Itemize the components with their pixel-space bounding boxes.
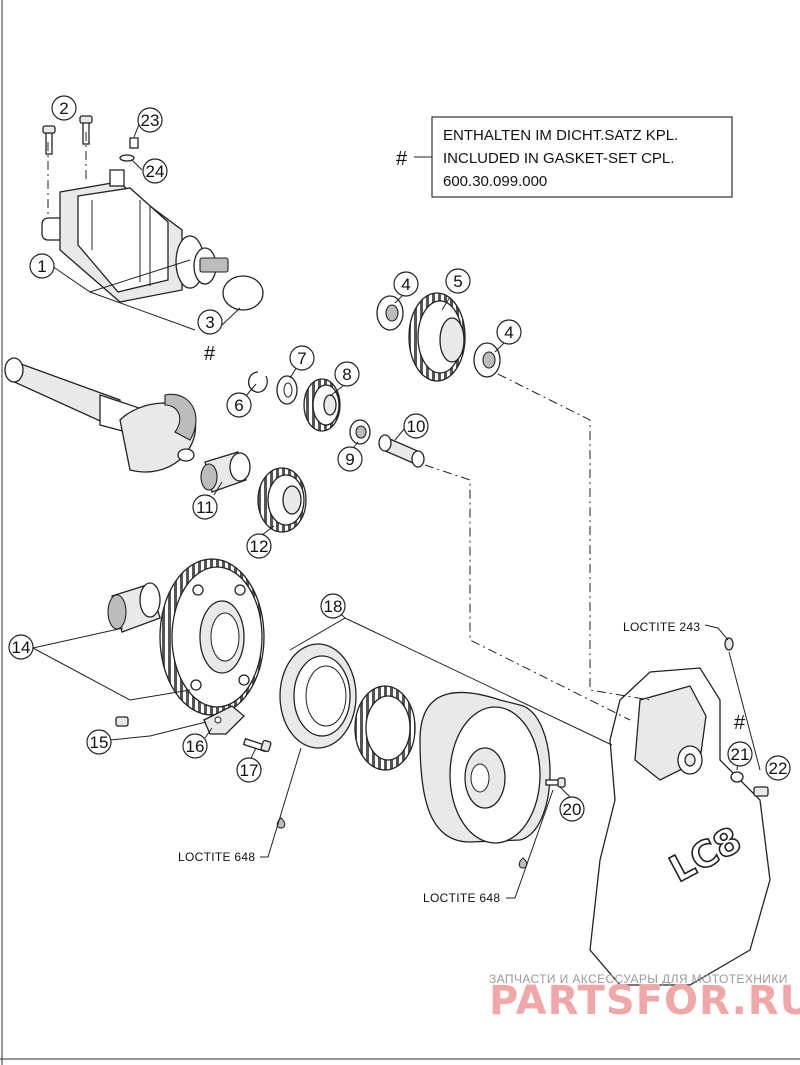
- hash-mark-3: #: [204, 343, 216, 365]
- freewheel-ring: [354, 685, 416, 771]
- callout-24: 24: [142, 158, 168, 184]
- note-line-english: INCLUDED IN GASKET-SET CPL.: [443, 150, 674, 167]
- callout-21: 21: [727, 741, 753, 767]
- intermediate-gear: [257, 467, 307, 533]
- watermark-brand: PARTSFOR.RU: [489, 978, 800, 1024]
- starter-o-ring: [222, 275, 264, 311]
- callout-9: 9: [337, 446, 363, 472]
- loctite-243-label: LOCTITE 243: [623, 620, 700, 634]
- starter-bolt-left: [42, 125, 56, 155]
- svg-text:7: 7: [297, 349, 306, 368]
- svg-text:1: 1: [37, 257, 46, 276]
- flywheel-rotor: [419, 691, 551, 844]
- freewheel-bearing: [107, 582, 161, 633]
- svg-text:4: 4: [401, 275, 410, 294]
- callout-7: 7: [289, 345, 315, 371]
- svg-text:12: 12: [250, 537, 269, 556]
- svg-text:20: 20: [563, 800, 582, 819]
- svg-text:2: 2: [59, 99, 68, 118]
- callout-12: 12: [246, 533, 272, 559]
- callout-22: 22: [765, 755, 791, 781]
- svg-text:8: 8: [342, 365, 351, 384]
- svg-text:10: 10: [407, 417, 426, 436]
- callout-3: 3: [197, 309, 223, 335]
- loctite-drop-bolt: [518, 857, 528, 869]
- svg-text:4: 4: [504, 323, 513, 342]
- freewheel-gear: [159, 558, 265, 716]
- loctite-648-label-bolt: LOCTITE 648: [423, 891, 500, 905]
- thrust-washer: [276, 375, 298, 405]
- callout-5: 5: [445, 268, 471, 294]
- svg-text:21: 21: [731, 745, 750, 764]
- callout-8: 8: [334, 361, 360, 387]
- svg-text:9: 9: [345, 450, 354, 469]
- note-part-number: 600.30.099.000: [443, 173, 547, 190]
- callout-14: 14: [8, 634, 34, 660]
- callout-6: 6: [226, 392, 252, 418]
- locating-pin: [115, 716, 129, 727]
- bearing-right: [473, 342, 501, 378]
- shaft-seal: [279, 643, 357, 749]
- svg-text:15: 15: [90, 733, 109, 752]
- idler-gear-large: [408, 292, 466, 382]
- gasket-set-note: # ENTHALTEN IM DICHT.SATZ KPL. INCLUDED …: [396, 116, 733, 198]
- terminal-screw: [119, 137, 139, 162]
- watermark: ЗАПЧАСТИ И АКСЕССУАРЫ ДЛЯ МОТОТЕХНИКИ PA…: [489, 972, 800, 1024]
- note-hash-marker: #: [396, 148, 408, 170]
- callout-15: 15: [86, 729, 112, 755]
- callout-23: 23: [137, 107, 163, 133]
- flywheel-bolt: [545, 777, 566, 788]
- svg-text:11: 11: [196, 498, 214, 517]
- callout-1: 1: [29, 253, 55, 279]
- hash-mark-21: #: [734, 712, 746, 734]
- svg-text:17: 17: [240, 761, 259, 780]
- starter-motor: [41, 169, 229, 303]
- cover-gasket-plug: [724, 637, 734, 651]
- watermark-tagline: ЗАПЧАСТИ И АКСЕССУАРЫ ДЛЯ МОТОТЕХНИКИ: [489, 972, 788, 986]
- svg-text:3: 3: [205, 313, 214, 332]
- torque-limiter-gear: [303, 378, 341, 432]
- callout-20: 20: [559, 796, 585, 822]
- svg-text:23: 23: [141, 111, 160, 130]
- callout-10: 10: [403, 413, 429, 439]
- callout-4-left: 4: [393, 271, 419, 297]
- svg-text:16: 16: [186, 737, 205, 756]
- callout-16: 16: [182, 733, 208, 759]
- svg-text:6: 6: [234, 396, 243, 415]
- callout-17: 17: [236, 757, 262, 783]
- needle-bearing-small: [349, 419, 371, 445]
- callout-18: 18: [320, 593, 346, 619]
- bearing-left: [376, 295, 404, 331]
- svg-text:18: 18: [324, 597, 343, 616]
- retainer-screw: [242, 737, 272, 753]
- plug-washer: [730, 771, 744, 783]
- svg-text:24: 24: [146, 162, 165, 181]
- svg-text:22: 22: [769, 759, 788, 778]
- cover-plug-screw: [753, 786, 769, 797]
- callout-11: 11: [192, 494, 218, 520]
- note-line-german: ENTHALTEN IM DICHT.SATZ KPL.: [443, 127, 678, 144]
- callout-2: 2: [51, 95, 77, 121]
- crankshaft: [4, 357, 197, 473]
- idler-shaft: [378, 434, 425, 468]
- needle-bearing-large: [200, 451, 251, 493]
- svg-text:5: 5: [453, 272, 462, 291]
- loctite-648-label-seal: LOCTITE 648: [178, 850, 255, 864]
- svg-text:14: 14: [12, 638, 31, 657]
- ignition-cover: LC8: [589, 667, 771, 986]
- callout-4-right: 4: [496, 319, 522, 345]
